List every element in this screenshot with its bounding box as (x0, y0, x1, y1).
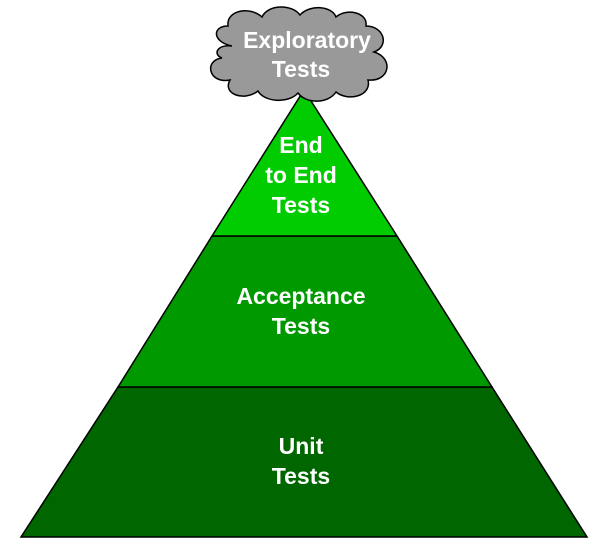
exploratory-tests-cloud: Exploratory Tests (209, 6, 388, 102)
acceptance-label-line2: Tests (272, 313, 330, 339)
end-to-end-label-line3: Tests (272, 192, 330, 218)
unit-label-line1: Unit (279, 433, 324, 459)
cloud-shape (209, 6, 388, 102)
acceptance-label-line1: Acceptance (236, 283, 365, 309)
end-to-end-label-line2: to End (265, 162, 337, 188)
cloud-label-line2: Tests (272, 56, 330, 82)
end-to-end-label-line1: End (279, 132, 322, 158)
acceptance-tests-tier (116, 235, 494, 388)
end-to-end-tests-tier (210, 88, 399, 237)
cloud-label-line1: Exploratory (243, 27, 371, 53)
unit-label-line2: Tests (272, 463, 330, 489)
unit-tests-tier (19, 386, 589, 538)
